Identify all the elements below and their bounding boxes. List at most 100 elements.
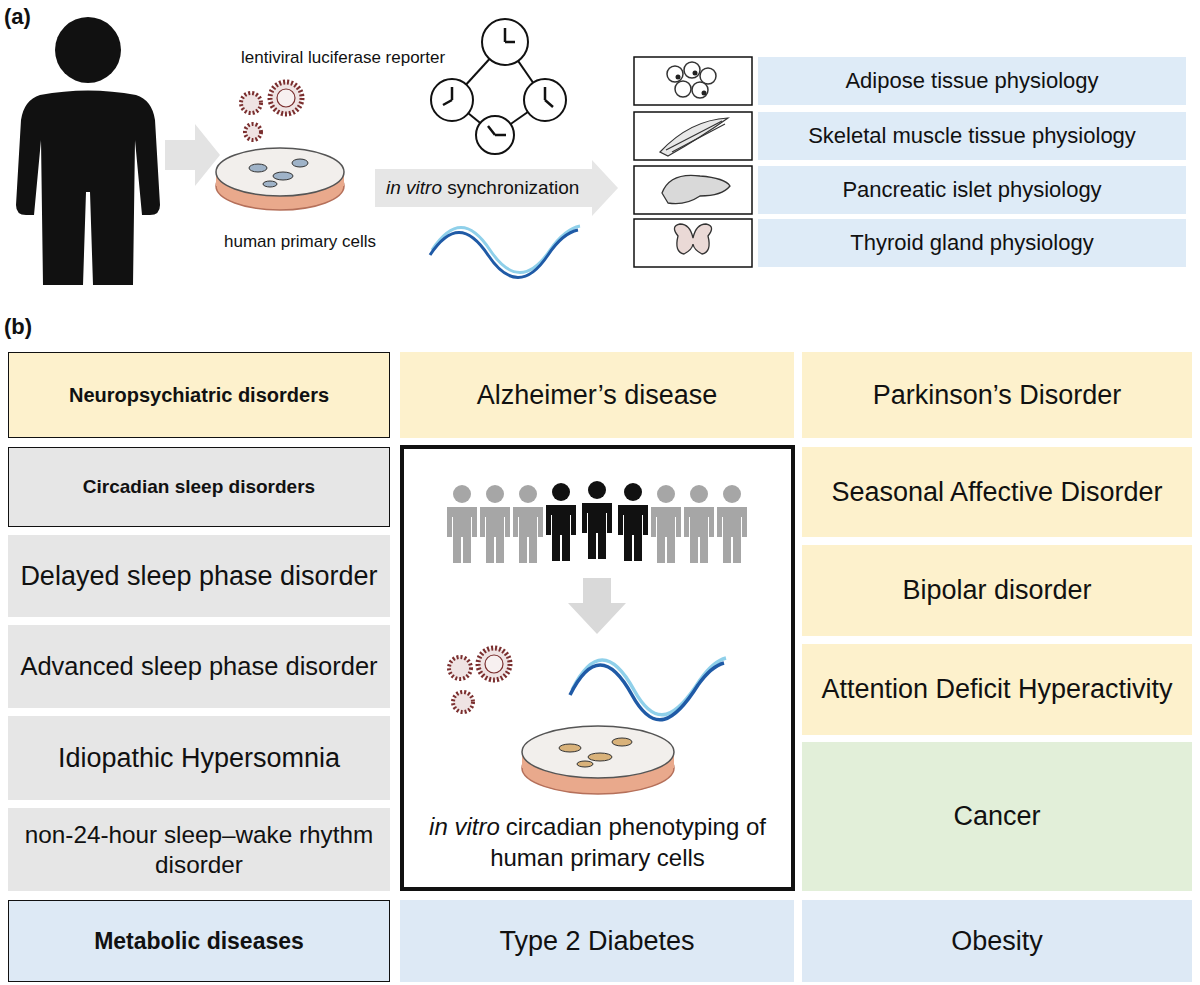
human-silhouette <box>55 17 121 83</box>
clock-network <box>524 79 566 121</box>
virus-particles <box>277 89 295 107</box>
human-silhouette <box>16 17 160 285</box>
node-label: Cancer <box>953 800 1040 833</box>
virus-particles <box>453 692 473 712</box>
node-text: in vitrocircadian phenotyping of human p… <box>404 811 791 873</box>
category-box: Circadian sleep disorders <box>8 447 390 527</box>
clock-network <box>431 79 473 121</box>
study-box: in vitrocircadian phenotyping of human p… <box>400 445 795 891</box>
node-text: Type 2 Diabetes <box>491 925 702 958</box>
item-box: Skeletal muscle tissue physiology <box>758 112 1186 160</box>
virus-particles <box>485 655 503 673</box>
petri-dish <box>577 761 593 767</box>
annotation: human primary cells <box>224 232 376 252</box>
people-group <box>717 485 747 563</box>
node-text: Obesity <box>943 925 1051 958</box>
node-text: Thyroid gland physiology <box>842 230 1101 257</box>
clock-network <box>482 19 528 65</box>
node-label: Delayed sleep phase disorder <box>20 560 377 593</box>
node-text: Delayed sleep phase disorder <box>12 560 385 593</box>
tissue-icons <box>693 71 698 76</box>
tissue-icons <box>674 224 711 254</box>
node-text: Seasonal Affective Disorder <box>823 476 1170 509</box>
item-box: Cancer <box>802 742 1192 891</box>
item-box: Obesity <box>802 900 1192 982</box>
petri-dish <box>292 159 308 167</box>
petri-dish <box>588 753 612 761</box>
annotation: synchronization <box>447 177 579 199</box>
node-label: Advanced sleep phase disorder <box>20 651 377 682</box>
rhythm-wave <box>570 658 726 720</box>
people-group <box>513 485 543 563</box>
tissue-icons <box>667 66 683 82</box>
item-box: Alzheimer’s disease <box>400 352 794 438</box>
tissue-icons <box>634 219 752 267</box>
clock-network <box>476 116 514 154</box>
node-text: Adipose tissue physiology <box>837 68 1106 95</box>
tissue-icons <box>660 118 728 156</box>
node-text: Pancreatic islet physiology <box>834 177 1109 204</box>
node-text: Alzheimer’s disease <box>469 379 726 412</box>
node-label: Circadian sleep disorders <box>83 475 315 498</box>
node-label: Thyroid gland physiology <box>850 230 1093 257</box>
category-box: Neuropsychiatric disorders <box>8 352 390 438</box>
node-label: Alzheimer’s disease <box>477 379 718 412</box>
node-text: Bipolar disorder <box>894 574 1099 607</box>
panel-label: (b) <box>4 314 32 340</box>
node-label: Idiopathic Hypersomnia <box>58 742 340 775</box>
node-label: in vitro <box>429 813 500 840</box>
petri-dish <box>263 181 277 187</box>
item-box: Adipose tissue physiology <box>758 57 1186 105</box>
people-group <box>684 485 714 563</box>
tissue-icons <box>667 62 716 98</box>
tissue-icons <box>684 62 700 78</box>
petri-dish <box>559 744 581 752</box>
item-box: non-24-hour sleep–wake rhythm disorder <box>8 808 390 891</box>
people-group <box>618 483 648 561</box>
node-label: Attention Deficit Hyperactivity <box>821 673 1172 706</box>
virus-particles <box>241 82 302 140</box>
node-text: Skeletal muscle tissue physiology <box>800 123 1144 150</box>
petri-dish <box>249 164 267 172</box>
people-group <box>651 485 681 563</box>
node-label: Type 2 Diabetes <box>499 925 694 958</box>
people-group <box>447 485 477 563</box>
node-label: Adipose tissue physiology <box>845 68 1098 95</box>
rhythm-wave <box>570 663 724 720</box>
down-arrow <box>568 578 626 634</box>
item-box: Seasonal Affective Disorder <box>802 447 1192 537</box>
item-box: Advanced sleep phase disorder <box>8 625 390 708</box>
tissue-icons <box>702 91 707 96</box>
category-box: Metabolic diseases <box>8 900 390 982</box>
people-group <box>582 481 612 559</box>
tissue-icons <box>675 81 691 97</box>
item-box: Delayed sleep phase disorder <box>8 535 390 617</box>
node-text: Advanced sleep phase disorder <box>12 651 385 682</box>
rhythm-wave <box>430 230 578 278</box>
sync-arrow <box>375 160 618 216</box>
people-group <box>546 483 576 561</box>
human-silhouette <box>16 91 160 286</box>
node-label: non-24-hour sleep–wake rhythm disorder <box>16 820 382 879</box>
clock-network <box>431 19 566 154</box>
petri-dish <box>216 148 344 210</box>
virus-particles <box>449 657 471 679</box>
node-text: Parkinson’s Disorder <box>865 379 1130 412</box>
node-label: Bipolar disorder <box>902 574 1091 607</box>
item-box: Thyroid gland physiology <box>758 219 1186 267</box>
people-group <box>480 485 510 563</box>
clock-network <box>488 126 506 135</box>
node-label: Seasonal Affective Disorder <box>831 476 1162 509</box>
rhythm-wave <box>430 226 580 278</box>
annotation: lentiviral luciferase reporter <box>241 48 445 68</box>
item-box: Pancreatic islet physiology <box>758 166 1186 214</box>
node-label: Parkinson’s Disorder <box>873 379 1122 412</box>
petri-dish <box>216 148 344 196</box>
tissue-icons <box>692 82 708 98</box>
tissue-icons <box>634 166 752 214</box>
node-label: circadian phenotyping of human primary c… <box>490 813 766 871</box>
gray-arrow <box>165 124 220 186</box>
tissue-icons <box>676 75 681 80</box>
clock-network <box>505 28 515 42</box>
panel-label: (a) <box>4 4 31 30</box>
